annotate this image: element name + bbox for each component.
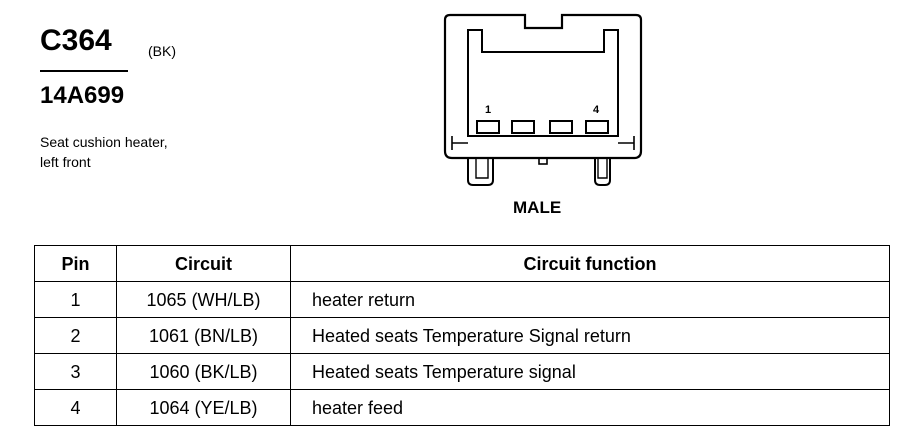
table-row: 1 1065 (WH/LB) heater return	[34, 281, 890, 318]
cell-circuit: 1061 (BN/LB)	[116, 317, 291, 354]
title-underline	[40, 70, 128, 72]
connector-gender: MALE	[513, 198, 562, 217]
pin-cavity-1	[476, 120, 500, 134]
cell-circuit-function: heater return	[290, 281, 890, 318]
pin-cavity-3	[549, 120, 573, 134]
pin-cavity-4	[585, 120, 609, 134]
cell-pin: 1	[34, 281, 117, 318]
header-circuit-function: Circuit function	[290, 245, 890, 282]
pin-label-4: 4	[593, 104, 600, 116]
cell-pin: 2	[34, 317, 117, 354]
connector-face-diagram: 1 4	[443, 13, 643, 186]
right-latch-inner	[597, 158, 608, 179]
part-number: 14A699	[40, 82, 125, 109]
cell-circuit: 1060 (BK/LB)	[116, 353, 291, 390]
cell-circuit: 1064 (YE/LB)	[116, 389, 291, 426]
connector-color: (BK)	[148, 43, 176, 59]
table-header-row: Pin Circuit Circuit function	[34, 245, 890, 282]
left-latch	[467, 158, 494, 186]
connector-lip	[451, 136, 635, 150]
cell-circuit: 1065 (WH/LB)	[116, 281, 291, 318]
left-latch-inner	[475, 158, 489, 179]
polarization-key	[538, 157, 548, 165]
table-row: 4 1064 (YE/LB) heater feed	[34, 389, 890, 426]
connector-inner-face	[467, 29, 619, 137]
connector-description: Seat cushion heater, left front	[40, 132, 168, 172]
cell-circuit-function: heater feed	[290, 389, 890, 426]
pin-cavity-2	[511, 120, 535, 134]
connector-id: C364	[40, 24, 112, 57]
cell-circuit-function: Heated seats Temperature signal	[290, 353, 890, 390]
cell-pin: 4	[34, 389, 117, 426]
table-row: 2 1061 (BN/LB) Heated seats Temperature …	[34, 317, 890, 354]
header-circuit: Circuit	[116, 245, 291, 282]
connector-housing	[443, 13, 643, 160]
description-line: Seat cushion heater,	[40, 134, 168, 150]
table-row: 3 1060 (BK/LB) Heated seats Temperature …	[34, 353, 890, 390]
cell-pin: 3	[34, 353, 117, 390]
pin-label-1: 1	[485, 104, 491, 116]
description-line: left front	[40, 154, 91, 170]
right-latch	[594, 158, 611, 186]
cell-circuit-function: Heated seats Temperature Signal return	[290, 317, 890, 354]
header-pin: Pin	[34, 245, 117, 282]
pin-assignment-table: Pin Circuit Circuit function 1 1065 (WH/…	[34, 245, 890, 426]
